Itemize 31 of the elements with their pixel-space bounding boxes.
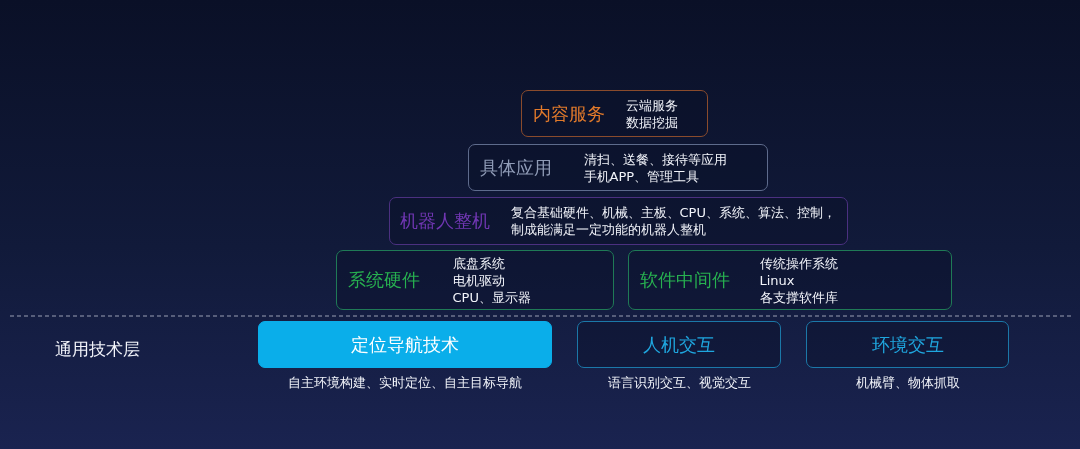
caption-text: 语言识别交互、视觉交互 [607, 375, 751, 390]
item-text: Linux [759, 271, 796, 289]
caption-text: 自主环境构建、实时定位、自主目标导航 [288, 375, 522, 390]
item-text: 手机APP、管理工具 [583, 167, 701, 185]
layer-label: 通用技术层 [55, 338, 140, 360]
category-title: 定位导航技术 [350, 333, 460, 356]
category-title: 软件中间件 [639, 269, 730, 291]
item-text: 电机驱动 [452, 271, 506, 289]
category-title: 具体应用 [479, 156, 552, 179]
category-box [806, 321, 1009, 368]
category-title: 环境交互 [870, 333, 945, 356]
item-text: 清扫、送餐、接待等应用 [583, 150, 727, 168]
category-box [336, 250, 614, 310]
category-box [389, 197, 848, 245]
item-text: 各支撑软件库 [759, 288, 838, 306]
category-box [628, 250, 952, 310]
category-title: 机器人整机 [399, 210, 490, 232]
category-title: 内容服务 [532, 102, 605, 125]
category-box [521, 90, 708, 137]
category-box [577, 321, 781, 368]
category-box [468, 144, 768, 191]
item-text: CPU、显示器 [452, 288, 531, 306]
highlight-box [258, 321, 552, 368]
item-text: 云端服务 [625, 96, 678, 114]
item-text: 数据挖掘 [625, 113, 678, 131]
category-title: 人机交互 [642, 333, 716, 356]
item-text: 传统操作系统 [759, 254, 838, 272]
item-text: 复合基础硬件、机械、主板、CPU、系统、算法、控制，制成能满足一定功能的机器人整机 [510, 204, 837, 238]
category-title: 系统硬件 [347, 269, 420, 291]
caption-text: 机械臂、物体抓取 [855, 375, 960, 390]
item-text: 底盘系统 [452, 254, 506, 272]
